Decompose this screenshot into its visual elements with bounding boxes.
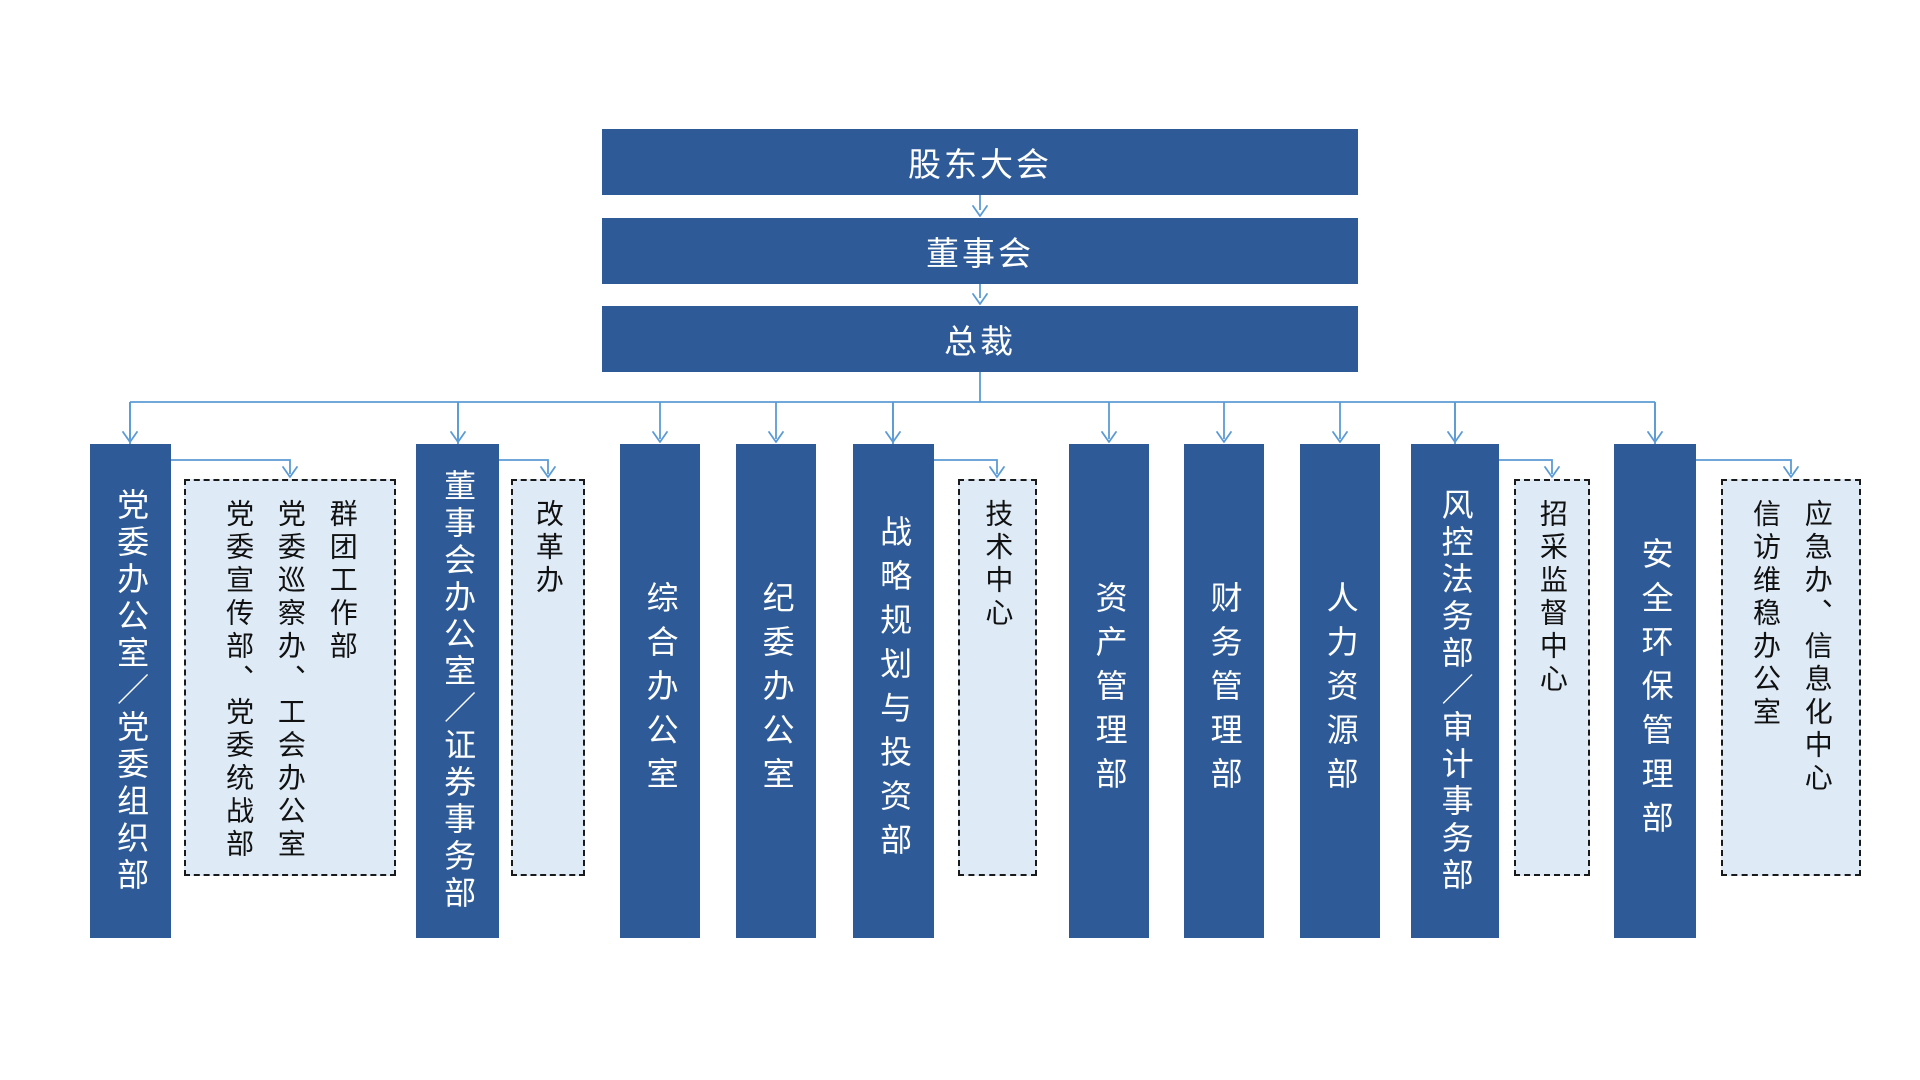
node-shareholders-meeting: 股东大会: [602, 129, 1358, 195]
dept-label: 董事会办公室／证券事务部: [439, 469, 478, 913]
dept-label-columns: 应急办、信息化中心 信访维稳办公室: [1739, 499, 1843, 796]
dept-label-columns: 改革办: [522, 499, 574, 598]
dept-label-columns: 群团工作部 党委巡察办、工会办公室 党委宣传部、党委统战部: [212, 499, 367, 862]
dept-label: 党委巡察办、工会办公室: [273, 499, 307, 862]
dept-party-committee-office: 党委办公室／党委组织部: [90, 444, 171, 938]
dept-discipline-inspection-office: 纪委办公室: [736, 444, 816, 938]
dept-label: 安全环保管理部: [1636, 537, 1675, 845]
dept-label: 招采监督中心: [1535, 499, 1569, 697]
dept-label: 综合办公室: [641, 581, 680, 801]
dept-label: 改革办: [531, 499, 565, 598]
dept-label: 纪委办公室: [757, 581, 796, 801]
dept-board-office-securities: 董事会办公室／证券事务部: [416, 444, 499, 938]
dept-label: 应急办、信息化中心: [1800, 499, 1834, 796]
dept-party-mass-organizations-group: 群团工作部 党委巡察办、工会办公室 党委宣传部、党委统战部: [184, 479, 396, 876]
dept-general-office: 综合办公室: [620, 444, 700, 938]
node-president: 总裁: [602, 306, 1358, 372]
dept-label: 党委宣传部、党委统战部: [222, 499, 256, 862]
dept-label-columns: 招采监督中心: [1526, 499, 1578, 697]
dept-risk-legal-audit: 风控法务部／审计事务部: [1411, 444, 1499, 938]
dept-human-resources: 人力资源部: [1300, 444, 1380, 938]
dept-safety-environment: 安全环保管理部: [1614, 444, 1696, 938]
dept-label: 风控法务部／审计事务部: [1436, 487, 1475, 895]
dept-emergency-info-petition-group: 应急办、信息化中心 信访维稳办公室: [1721, 479, 1861, 876]
dept-label: 财务管理部: [1205, 581, 1244, 801]
node-label: 股东大会: [908, 145, 1052, 184]
dept-label: 技术中心: [981, 499, 1015, 631]
node-board-of-directors: 董事会: [602, 218, 1358, 284]
dept-label: 群团工作部: [325, 499, 359, 664]
node-label: 董事会: [926, 234, 1034, 273]
dept-procurement-supervision-center: 招采监督中心: [1514, 479, 1590, 876]
dept-label: 战略规划与投资部: [875, 515, 914, 867]
node-label: 总裁: [944, 322, 1016, 361]
dept-finance-management: 财务管理部: [1184, 444, 1264, 938]
dept-label: 资产管理部: [1090, 581, 1129, 801]
dept-label: 人力资源部: [1321, 581, 1360, 801]
dept-technology-center: 技术中心: [958, 479, 1037, 876]
dept-strategy-investment: 战略规划与投资部: [853, 444, 934, 938]
dept-label-columns: 技术中心: [972, 499, 1024, 631]
dept-label: 党委办公室／党委组织部: [112, 487, 151, 895]
dept-reform-office: 改革办: [511, 479, 585, 876]
dept-asset-management: 资产管理部: [1069, 444, 1149, 938]
dept-label: 信访维稳办公室: [1749, 499, 1782, 730]
